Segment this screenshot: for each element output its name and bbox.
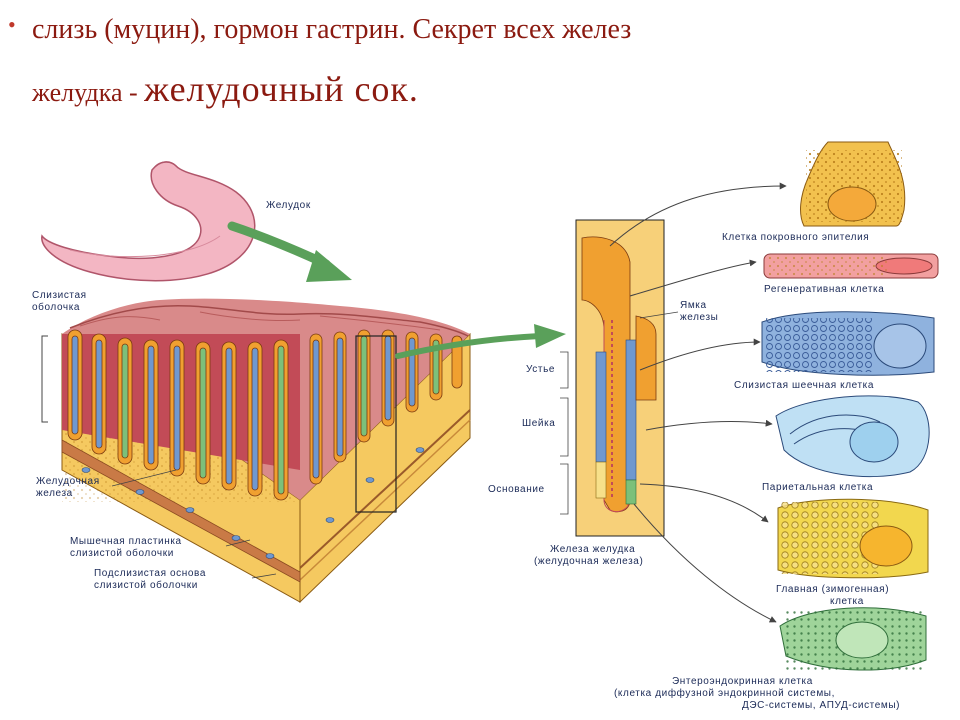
label-chief-cell-2: клетка xyxy=(830,596,864,607)
chief-cell xyxy=(777,498,929,579)
label-entero-cell-2: (клетка диффузной эндокринной системы, xyxy=(614,687,835,699)
mucosa-bracket xyxy=(41,335,48,423)
label-surface-cell: Клетка покровного эпителия xyxy=(722,232,869,243)
enteroendocrine-cell xyxy=(779,607,927,672)
stomach-illustration xyxy=(41,161,256,282)
label-mucous-neck-cell: Слизистая шеечная клетка xyxy=(734,380,874,391)
label-mucosa-1: Слизистая xyxy=(32,290,87,301)
headline-line-1: слизь (муцин), гормон гастрин. Секрет вс… xyxy=(32,14,632,45)
label-gland-caption-2: (желудочная железа) xyxy=(534,556,643,567)
mucous-neck-cell xyxy=(761,311,935,376)
headline-line-2: желудка - желудочный сок. xyxy=(32,68,419,110)
label-entero-cell-1: Энтероэндокринная клетка xyxy=(672,676,813,687)
label-isthmus: Устье xyxy=(526,364,555,375)
label-stomach: Желудок xyxy=(266,200,311,211)
gastric-gland-leader xyxy=(111,469,177,487)
label-pit-2: железы xyxy=(680,312,718,323)
label-pit-1: Ямка xyxy=(680,300,707,311)
label-gland-caption-1: Железа желудка xyxy=(550,544,635,555)
block-to-gland-arrow xyxy=(395,324,566,359)
label-entero-cell-3: ДЭС-системы, АПУД-системы) xyxy=(742,700,900,711)
label-parietal-cell: Париетальная клетка xyxy=(762,482,873,493)
headline-line-2-prefix: желудка - xyxy=(32,78,145,107)
headline-emphasis: желудочный сок. xyxy=(144,69,419,109)
label-muscularis-1: Мышечная пластинка xyxy=(70,536,182,547)
label-regen-cell: Регенеративная клетка xyxy=(764,284,884,295)
label-gastric-gland-1: Желудочная xyxy=(36,476,100,487)
surface-epithelium-cell xyxy=(800,141,906,227)
label-muscularis-2: слизистой оболочки xyxy=(70,547,174,559)
parietal-cell xyxy=(775,395,930,478)
label-submucosa-1: Подслизистая основа xyxy=(94,568,206,579)
mucosa-tissue-block xyxy=(61,298,471,604)
muscularis-leader xyxy=(225,539,251,547)
single-gland-detail xyxy=(575,219,665,537)
label-chief-cell-1: Главная (зимогенная) xyxy=(776,584,889,595)
cell-arrows xyxy=(609,182,787,623)
label-gastric-gland-2: железа xyxy=(36,488,73,499)
label-submucosa-2: слизистой оболочки xyxy=(94,579,198,591)
base-bracket xyxy=(560,463,569,515)
regenerative-cell xyxy=(763,253,939,279)
label-mucosa-2: оболочка xyxy=(32,301,80,313)
stomach-to-block-arrow xyxy=(227,221,352,282)
isthmus-bracket xyxy=(560,351,569,389)
submucosa-leader xyxy=(251,573,277,579)
label-base: Основание xyxy=(488,484,545,495)
label-neck: Шейка xyxy=(522,418,555,429)
bullet: • xyxy=(8,12,16,37)
pit-leader xyxy=(639,311,679,319)
neck-bracket xyxy=(560,397,569,457)
